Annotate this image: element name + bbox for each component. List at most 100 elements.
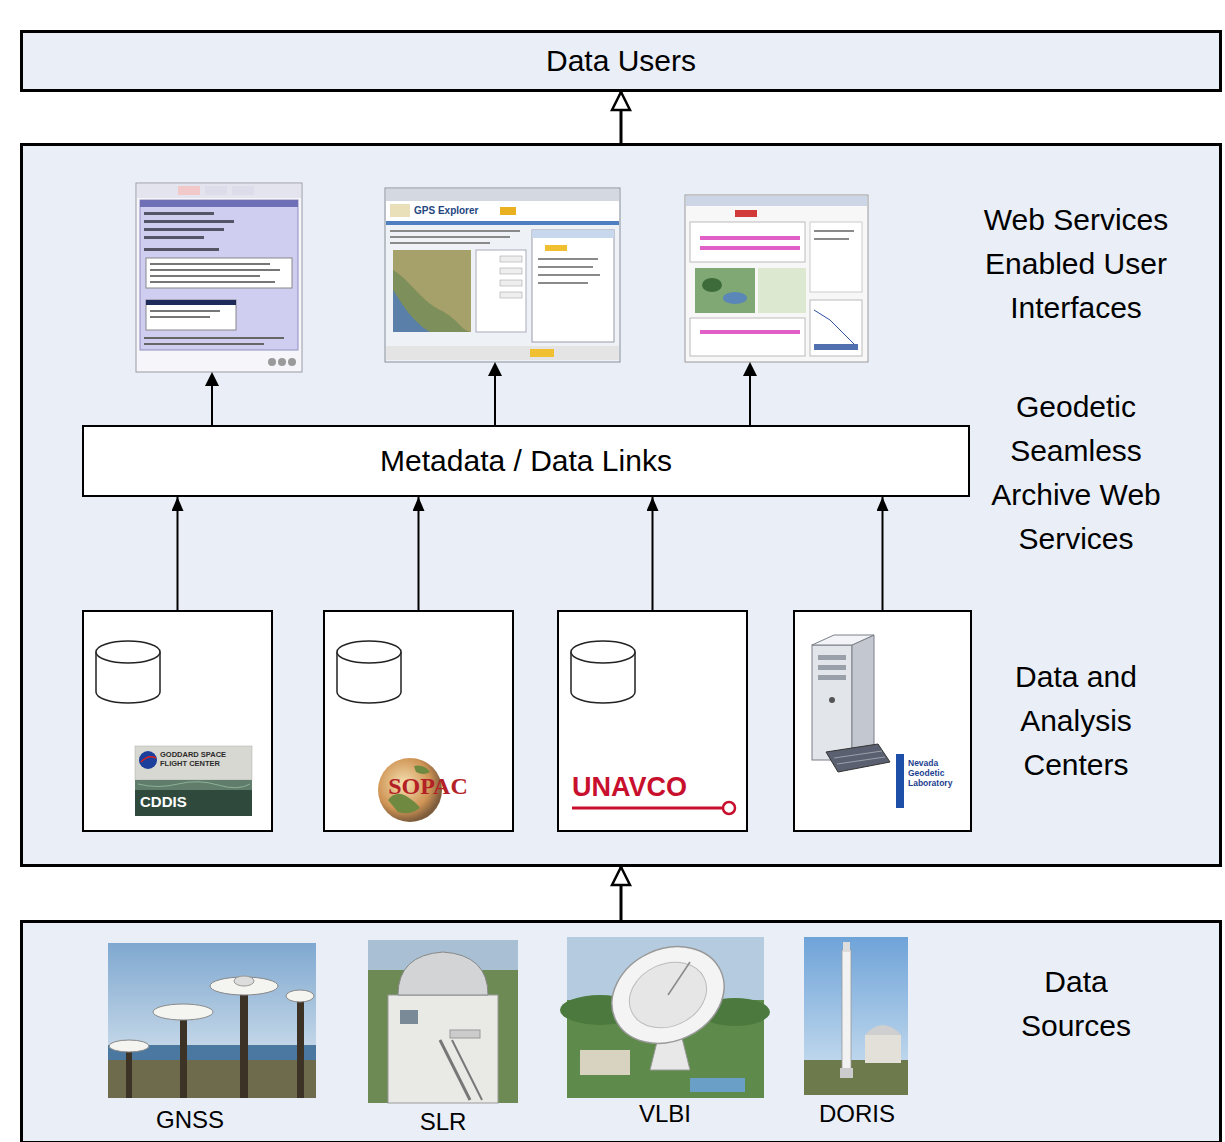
ui-screenshot (385, 188, 620, 362)
layer-name: Web Services Enabled User Interfaces (971, 198, 1181, 330)
slr-photo (398, 952, 488, 995)
ui-screenshot (814, 230, 854, 232)
ui-screenshot (150, 263, 270, 265)
ui-arrow (749, 376, 751, 425)
gnss-photo (297, 1000, 304, 1098)
ui-screenshot (150, 275, 260, 277)
ui-screenshot (500, 207, 516, 215)
text-holder: Nevada Geodetic Laboratory (908, 758, 960, 789)
ui-screenshot (758, 268, 806, 313)
gnss-photo (210, 977, 278, 995)
data-center-box: Nevada Geodetic Laboratory (793, 610, 972, 832)
ui-screenshot (538, 266, 593, 268)
ui-screenshot (500, 268, 522, 274)
gnss-photo (108, 1060, 316, 1098)
ui-screenshot (500, 292, 522, 298)
ui-screenshot (690, 318, 805, 356)
ui-screenshot (386, 346, 619, 360)
ui-screenshot (810, 300, 862, 356)
text-holder: Metadata / Data Links (84, 427, 968, 495)
text-holder: GPS Explorer (414, 205, 494, 217)
ui-arrow (488, 362, 502, 376)
lab-logo (896, 754, 904, 808)
slr-photo (450, 1030, 480, 1038)
cddis-logo (135, 746, 252, 816)
ui-screenshot (393, 290, 430, 332)
ui-screenshot (700, 236, 800, 240)
ui-screenshot (702, 278, 722, 292)
flow-arrow (652, 497, 654, 610)
ui-screenshot (140, 200, 298, 350)
text-holder: Geodetic Seamless Archive Web Services (971, 385, 1181, 561)
text-holder: GODDARD SPACE FLIGHT CENTER (160, 751, 248, 768)
slr-photo (368, 940, 518, 1103)
vlbi-photo (560, 995, 640, 1025)
text-holder: DORIS (807, 1100, 907, 1129)
gnss-photo (153, 1004, 213, 1020)
ui-screenshot (144, 248, 219, 251)
gnss-photo (109, 1040, 149, 1052)
server-icon (818, 655, 846, 660)
ui-screenshot (144, 212, 214, 215)
ui-screenshot (385, 188, 620, 362)
cddis-logo (138, 782, 250, 788)
ui-screenshot (393, 250, 471, 332)
sopac-logo (378, 758, 442, 822)
ui-screenshot (150, 269, 280, 271)
ui-screenshot (500, 256, 522, 262)
layer-name: Data and Analysis Centers (971, 655, 1181, 787)
server-icon (829, 697, 835, 703)
server-icon (826, 744, 890, 772)
server-icon (834, 751, 882, 758)
text-holder: Web Services Enabled User Interfaces (971, 198, 1181, 330)
ui-screenshot (144, 220, 234, 223)
unavco-logo (572, 807, 722, 810)
text-holder: VLBI (615, 1100, 715, 1129)
ui-screenshot (150, 281, 275, 283)
database-cylinder (337, 641, 401, 663)
server-icon (812, 635, 890, 772)
lab-logo (893, 750, 963, 812)
ui-screenshot (146, 300, 236, 330)
ui-screenshot (144, 337, 284, 339)
data-center-box: GODDARD SPACE FLIGHT CENTER CDDIS (82, 610, 273, 832)
ui-screenshot (530, 349, 554, 357)
text-holder: SOPAC (378, 772, 478, 801)
source-name: GNSS (140, 1106, 240, 1135)
ui-screenshot (144, 236, 204, 239)
gnss-photo (108, 943, 316, 1098)
layer-name: Data Sources (1001, 960, 1151, 1048)
source-name: SLR (393, 1108, 493, 1137)
ui-screenshot (700, 330, 800, 334)
ui-screenshot (150, 316, 210, 318)
ui-screenshot (268, 358, 276, 366)
ui-screenshot (545, 245, 567, 251)
ui-screenshot (814, 310, 858, 348)
cddis-logo (141, 757, 156, 762)
slr-photo (452, 1040, 482, 1100)
ui-screenshot (814, 238, 849, 240)
doris-photo (865, 1025, 901, 1035)
slr-photo (388, 995, 498, 1103)
server-icon (818, 675, 846, 680)
ui-screenshot (178, 186, 200, 195)
text-holder: Data Users (23, 33, 1219, 89)
server-icon (837, 757, 885, 764)
ui-screenshot (136, 183, 302, 372)
flow-arrow (177, 497, 179, 610)
layer-panel: Web Services Enabled User InterfacesGeod… (20, 143, 1222, 867)
logo-text: SOPAC (378, 772, 478, 801)
doris-photo (843, 942, 850, 952)
ui-screenshot (685, 195, 868, 362)
sopac-logo (414, 766, 430, 774)
text-holder: Data Sources (1001, 960, 1151, 1048)
sopac-logo (378, 758, 442, 822)
flow-arrow (882, 497, 884, 610)
logo-text: Nevada Geodetic Laboratory (908, 758, 960, 789)
doris-photo (804, 937, 908, 1095)
sopac-logo (388, 794, 420, 814)
ui-screenshot (140, 200, 298, 207)
ui-screenshot (390, 204, 410, 217)
logo-text: CDDIS (140, 793, 240, 811)
